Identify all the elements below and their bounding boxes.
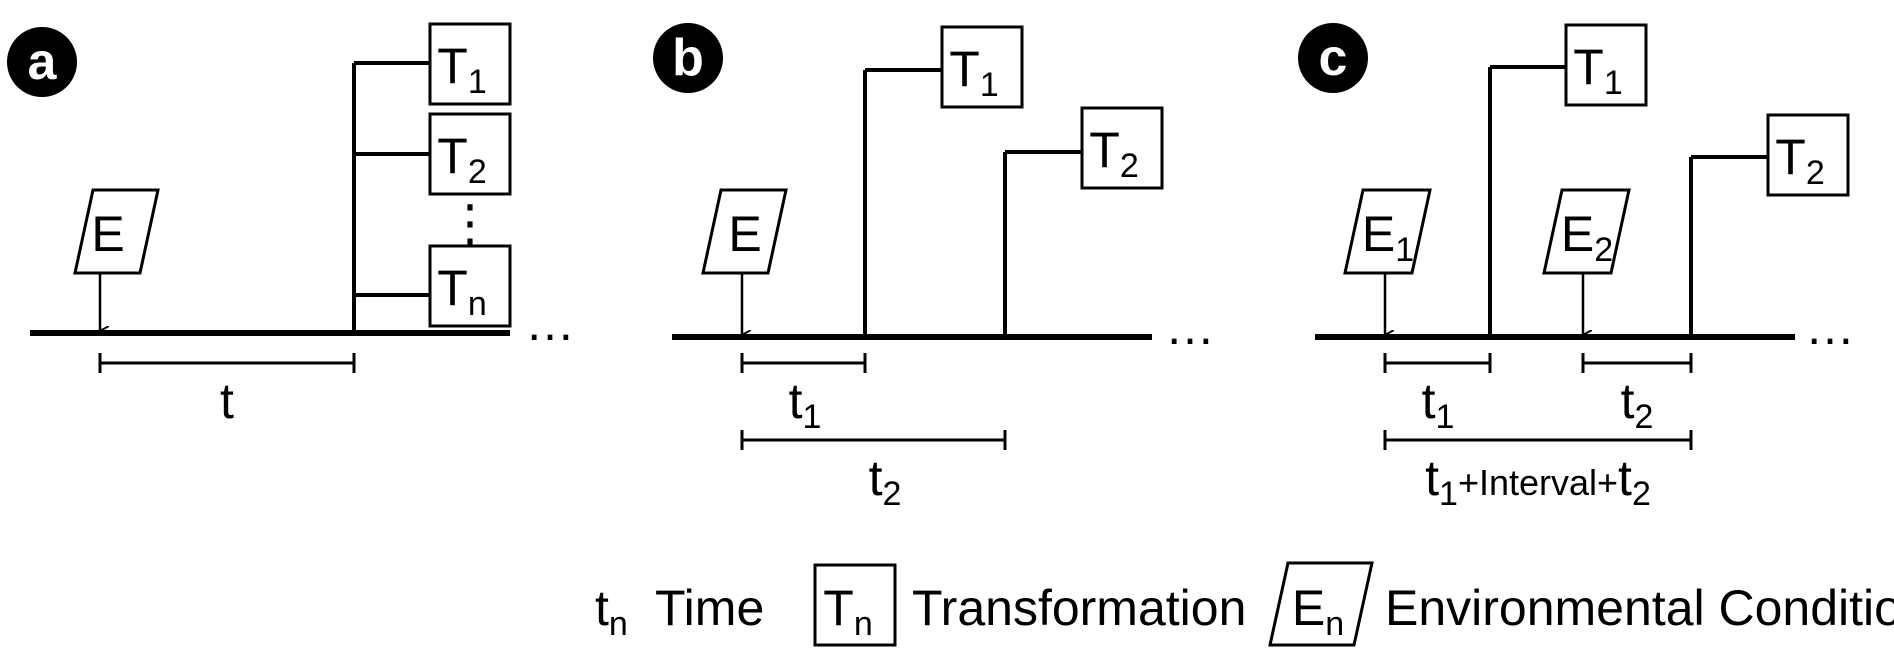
legend-time-label: Time <box>655 580 764 636</box>
panel-a-env-label: E <box>91 206 124 262</box>
legend-env-symbol: En <box>1292 580 1344 643</box>
panel-c-interval-t1-label: t1 <box>1422 373 1455 436</box>
panel-c-ellipsis: … <box>1805 299 1855 355</box>
panel-a-interval-t-label: t <box>220 373 234 429</box>
panel-b: b … E T1 T2 t1 t2 <box>653 23 1215 513</box>
panel-a-t1-box <box>428 22 512 106</box>
panel-c-t2-label: T2 <box>1775 129 1824 192</box>
legend-transformation-symbol: Tn <box>823 580 872 643</box>
panel-b-interval-t2-label: t2 <box>869 450 902 513</box>
panel-b-letter: b <box>672 29 704 87</box>
panel-c-env2-box <box>1542 188 1631 275</box>
panel-a-t1-label: T1 <box>437 38 486 101</box>
legend-env-label: Environmental Condition <box>1385 580 1894 636</box>
panel-b-t1-box <box>940 25 1024 109</box>
panel-b-t2-label: T2 <box>1089 122 1138 185</box>
panel-a-env-box <box>73 188 160 275</box>
panel-c: c … E1 T1 E2 T2 t1 t2 t1+ <box>1298 23 1855 513</box>
panel-c-env1-box <box>1343 188 1432 275</box>
panel-c-env1-label: E1 <box>1362 206 1414 269</box>
panel-b-t1-label: T1 <box>949 41 998 104</box>
panel-c-t1-label: T1 <box>1573 39 1622 102</box>
panel-c-t1-box <box>1564 23 1648 107</box>
panel-a-badge <box>7 27 77 97</box>
panel-b-env-box <box>701 188 788 275</box>
panel-a: a … E T1 T2 ⋮ Tn t <box>7 22 575 429</box>
panel-c-interval-t2-label: t2 <box>1621 373 1654 436</box>
panel-b-badge <box>653 23 723 93</box>
panel-c-badge <box>1298 23 1368 93</box>
panel-b-interval-t1-label: t1 <box>789 373 822 436</box>
panel-a-tn-box <box>428 244 512 328</box>
panel-a-t2-box <box>428 112 512 196</box>
panel-b-env-label: E <box>728 206 761 262</box>
panel-a-vdots: ⋮ <box>445 195 495 251</box>
panel-a-t2-label: T2 <box>437 128 486 191</box>
panel-c-letter: c <box>1319 29 1348 87</box>
legend-transformation-box <box>813 563 897 647</box>
legend-env-box <box>1268 561 1374 647</box>
panel-a-letter: a <box>28 33 58 91</box>
panel-a-tn-label: Tn <box>437 260 486 323</box>
panel-b-t2-box <box>1080 106 1164 190</box>
legend: tn Time Tn Transformation En Environment… <box>595 561 1894 647</box>
legend-transformation-label: Transformation <box>912 580 1246 636</box>
panel-c-interval-total-label: t1+Interval+t2 <box>1425 450 1651 513</box>
panel-a-ellipsis: … <box>525 295 575 351</box>
panel-c-t2-box <box>1766 113 1850 197</box>
panel-c-env2-label: E2 <box>1561 206 1613 269</box>
panel-b-ellipsis: … <box>1165 299 1215 355</box>
legend-time-symbol: tn <box>595 580 628 643</box>
